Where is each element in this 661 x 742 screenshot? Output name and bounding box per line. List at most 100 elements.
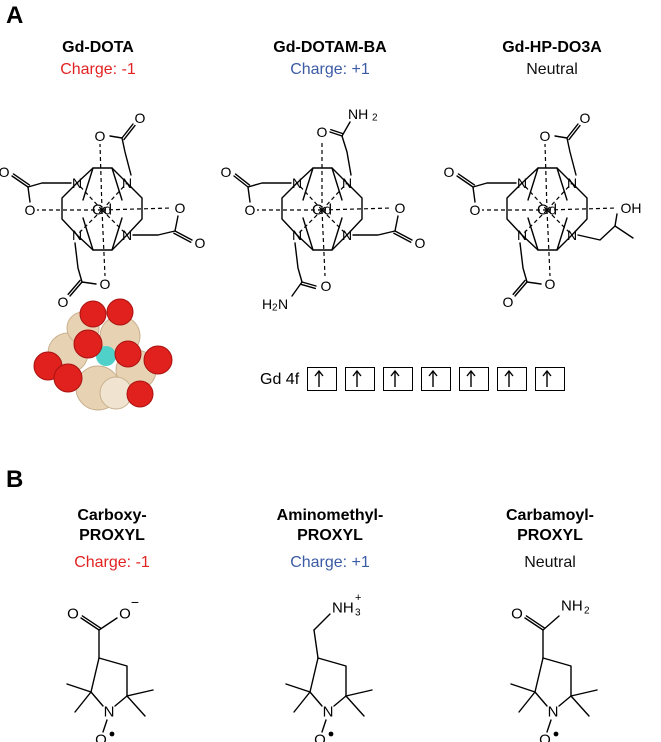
coordination-bond [76,182,103,211]
compound-name-line2: PROXYL [297,527,363,544]
orbital-box [383,367,413,391]
nitrogen-label: N [517,227,527,243]
spin-up-arrow-icon [352,369,362,387]
orbital-box [345,367,375,391]
acetate-arm [472,186,476,203]
acetate-arm [247,182,292,188]
charge-label-gd-dota: Charge: -1 [60,61,136,78]
oxygen-label: O [245,202,256,218]
carbonyl-bond [568,124,581,141]
carbonyl-bond [123,124,136,141]
methyl-bond [74,691,92,713]
subscript-label: 2 [584,606,590,617]
macrocycle-bond [521,167,573,184]
compound-name-gd-hp-do3a: Gd-HP-DO3A [502,39,602,56]
oxygen-label: O [317,124,328,140]
coordination-bond [546,182,573,211]
coordination-bond [296,182,323,211]
hydroxyl-label: OH [621,200,642,216]
carbamoyl-bond [542,615,560,631]
carbonyl-bond [300,283,317,290]
nitrogen-label: N [567,175,577,191]
acetate-arm [27,182,72,188]
oxygen-label: O [135,110,146,126]
amide-arm [341,121,351,137]
methyl-bond [66,683,92,693]
amide-h2n-label: N [278,296,288,312]
acetate-arm [74,242,83,283]
ring-bond [114,695,128,707]
orbital-box [421,367,451,391]
methyl-bond [293,691,311,713]
methyl-bond [126,695,146,717]
macrocycle-bond [346,182,363,236]
carbonyl-bond [329,131,343,137]
spin-up-arrow-icon [542,369,552,387]
methyl-bond [285,683,311,693]
compound-name-gd-dotam-ba: Gd-DOTAM-BA [273,39,387,56]
acetate-arm [554,135,568,139]
macrocycle-bond [82,167,94,201]
oxygen-label: O [540,128,551,144]
coordination-bond [321,209,326,277]
acetate-arm [472,182,517,188]
coordination-bond [546,209,573,236]
nitrogen-label: N [517,175,527,191]
nitrogen-label: N [122,227,132,243]
panel-a-letter: A [6,2,24,29]
coordination-bond [101,207,173,211]
oxygen-label: O [511,606,523,623]
amide-h2n-label: H [262,296,272,312]
acetate-arm [174,215,179,232]
nitrogen-label: N [72,175,82,191]
acetate-arm [247,186,251,203]
amide-arm [294,242,303,283]
compound-name-carboxy-proxyl: Carboxy- PROXYL [22,506,202,546]
nitrogen-label: N [342,175,352,191]
subscript-label: 2 [372,113,378,124]
acetate-arm [526,281,542,285]
carbonyl-bond [514,281,528,297]
nitrogen-label: N [292,175,302,191]
macrocycle-bond [82,217,94,251]
macrocycle-bond [331,217,343,251]
oxygen-label: O [321,278,332,294]
nitrogen-label: N [104,704,115,721]
oxygen-label: O [470,202,481,218]
compound-name-aminomethyl-proxyl: Aminomethyl- PROXYL [240,506,420,546]
macrocycle-bond [527,217,539,251]
ring-bond [542,657,572,697]
oxygen-label: O [95,732,107,742]
coordination-bond [521,182,548,211]
compound-name-line1: Carboxy- [77,507,147,524]
compound-name-line1: Carbamoyl- [505,507,595,524]
coordination-bond [321,207,393,211]
oxygen-label: O [25,202,36,218]
coordination-bond [101,182,128,211]
panel-b-letter: B [6,466,24,493]
compound-name-carbamoyl-proxyl: Carbamoyl- PROXYL [460,506,640,546]
spin-up-arrow-icon [390,369,400,387]
ring-bond [309,657,323,707]
charge-label-carboxy-proxyl: Charge: -1 [74,554,150,571]
oxygen-label: O [395,200,406,216]
methyl-bond [345,689,373,697]
macrocycle-bond [111,217,123,251]
orbital-box [497,367,527,391]
n-o-bond [321,719,327,733]
oxygen-label: O [0,164,10,180]
acetate-arm [109,135,123,139]
methyl-bond [570,695,590,717]
macrocycle-bond [126,182,143,236]
methyl-bond [570,689,598,697]
coordination-bond [321,209,348,236]
methyl-bond [518,691,536,713]
acetate-arm [352,230,396,236]
macrocycle-bond [331,167,343,201]
carbonyl-bond [301,281,317,287]
carbonyl-bond [80,617,100,631]
macrocycle-bond [281,182,298,236]
macrocycle-bond [111,167,123,201]
amide-arm [341,135,352,176]
